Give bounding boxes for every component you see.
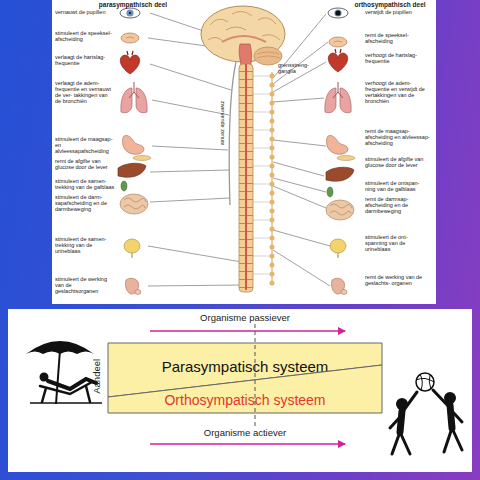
axis-label: Aandeel [92,351,103,401]
organs-left [120,8,140,18]
effect-label: stimuleert de samen- trekking van de gal… [55,178,115,190]
upper-panel [52,0,436,304]
beach-chair-clipart [40,382,92,402]
beach-chair-clipart [56,350,60,404]
organs-left [121,181,127,191]
effect-label: stimuleert de afgifte van glucose door d… [365,156,431,168]
organs-right [326,200,354,220]
region-title: Orthosympatisch systeem [108,393,382,408]
axis-label: Organisme actiever [170,428,320,439]
organs-right [326,167,354,181]
organs-left [120,51,139,74]
column-heading: parasympathisch deel [88,1,178,8]
spinal-column [272,72,273,284]
ball-players-clipart [390,392,417,454]
organs-left [121,33,139,43]
nerve-lines [229,62,236,205]
organs-right [335,10,340,15]
effect-label: stimuleert de ont- spanning van de urine… [365,234,431,252]
axis-label: Organisme passiever [170,313,320,324]
trend-arrow [150,443,345,445]
effect-label: remt de darmsap- afscheiding en de darmb… [365,196,431,214]
ball-players-clipart [433,390,462,452]
part-label: grensstreng- ganglia [278,62,318,74]
organs-left [120,194,148,214]
effect-label: verwijdt de pupillen [365,9,431,15]
effect-label: stimuleert de darm- sapafscheiding en de… [55,194,115,212]
organs-left [121,82,147,113]
part-label: zwervende zenuw [220,88,226,158]
ball-players-clipart [416,373,434,391]
region-band: Orthosympatisch systeem [108,365,382,413]
effect-label: remt de speeksel- afscheiding [365,32,431,44]
effect-label: stimuleert de speeksel- afscheiding [55,30,115,42]
spinal-column [239,64,253,292]
brain [254,47,282,65]
organs-right [325,8,355,295]
organs-left [125,278,141,294]
effect-label: stimuleert de maagsap- en alvleessapafsc… [55,136,115,154]
organs-right [328,49,347,72]
organs-right [329,37,347,47]
organs-right [330,239,346,258]
spinal-column [245,64,247,290]
nerve-lines [253,76,270,274]
effect-label: remt de afgifte van glucose door de leve… [55,158,115,170]
organs-left [123,135,152,160]
effect-label: stimuleert de ontspan- ning van de galbl… [365,180,431,192]
organs-right [327,135,356,160]
effect-label: verhoogt de hartslag- frequentie [365,52,431,64]
organs-left [118,163,146,177]
spinal-column [270,76,275,284]
organs-right [328,8,348,18]
brain [208,11,280,42]
effect-label: verlaagt de adem- frequentie en vernauwt… [55,80,115,105]
organs-right [327,187,333,197]
effect-label: remt de werking van de geslachts- organe… [365,274,431,286]
lower-panel [8,309,472,472]
effect-label: verhoogt de adem- frequentie en verwijdt… [365,80,431,105]
brain [257,52,280,58]
organs-left [118,8,151,295]
effect-label: verlaagt de hartslag- frequentie [55,54,115,66]
column-heading: orthosympathisch deel [345,1,435,8]
effect-label: stimuleert de samen- trekking van de uri… [55,236,115,254]
organs-left [129,12,131,14]
ball-players-clipart [416,374,434,390]
effect-label: vernauwt de pupillen [55,9,115,15]
band-fill [108,365,382,413]
spinal-column [239,64,272,292]
trend-arrow [150,330,345,332]
organs-right [325,82,351,113]
organs-right [331,278,347,294]
organs-left [124,239,140,258]
ball-players-clipart [390,373,462,454]
beach-chair-clipart [26,341,102,404]
brain [201,6,285,70]
beach-chair-clipart [30,402,102,404]
effect-label: remt de maagsap- afscheiding en alvleess… [365,128,431,146]
brain [222,36,266,42]
effect-label: stimuleert de werking van de geslachtsor… [55,276,115,294]
